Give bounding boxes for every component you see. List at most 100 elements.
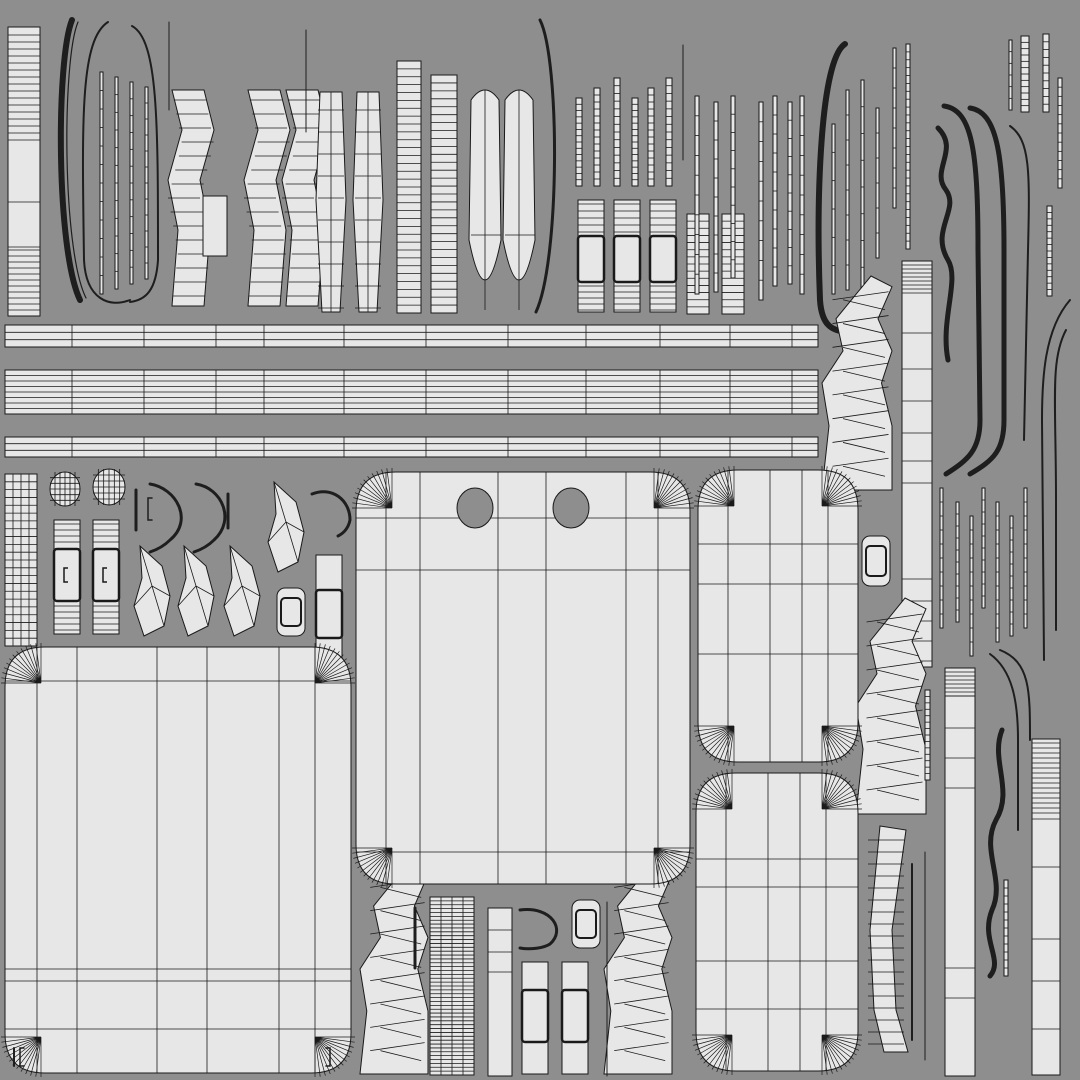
small-bar-3 xyxy=(631,97,639,187)
ragged-piece-mid-right-edge xyxy=(876,765,920,777)
clip-outline xyxy=(649,199,677,313)
cushion-right-top-fan-bl xyxy=(694,725,735,766)
ragged-piece-bottom-1-edge xyxy=(370,1042,425,1052)
ragged-piece-bottom-2-edge xyxy=(624,980,666,992)
pad-outline xyxy=(571,899,601,949)
cushion-large-bottom-left-outline xyxy=(4,646,352,1074)
curved-rail-left xyxy=(57,17,83,303)
ragged-piece-bottom-2-edge xyxy=(624,1050,666,1062)
thin-rod-r2 xyxy=(845,89,850,291)
small-bar-5 xyxy=(665,77,673,187)
ragged-piece-bottom-2-edge xyxy=(614,995,669,1005)
arc-hook-4 xyxy=(518,908,559,951)
cushion-large-center-fan-bl xyxy=(352,847,393,888)
leaf-piece-4-edge xyxy=(267,521,305,543)
top-left-tall-strip xyxy=(7,26,41,317)
plain-bar-bottom-outline xyxy=(487,907,513,1077)
ragged-piece-bottom-1-edge xyxy=(380,1050,422,1062)
cushion-right-top-fan-tr xyxy=(821,466,862,507)
ruler-strip-1 xyxy=(396,60,422,314)
thin-rod-r4 xyxy=(875,107,880,259)
long-board-3-outline xyxy=(4,436,819,458)
curved-rail-outer xyxy=(81,21,131,304)
ragged-piece-top-right-edge xyxy=(842,394,886,406)
curved-rail-r3 xyxy=(967,105,1007,477)
buckle-piece-bottom-1 xyxy=(560,961,590,1075)
thin-bar-1 xyxy=(114,76,119,290)
thin-rod-2 xyxy=(730,95,736,279)
ragged-piece-bottom-1-edge xyxy=(380,1026,422,1038)
cushion-right-bottom-fan-br xyxy=(821,1034,862,1075)
small-pad-right xyxy=(861,535,891,587)
long-board-1 xyxy=(4,324,819,348)
ragged-piece-bottom-2-edge xyxy=(624,1003,666,1015)
leaf-piece-2 xyxy=(177,544,215,637)
cushion-large-center-fan-tr xyxy=(653,468,694,509)
thin-rod-6 xyxy=(799,95,805,295)
cushion-large-center xyxy=(352,468,694,888)
buckle-piece-bottom-0 xyxy=(520,961,550,1075)
thin-rod-lower-4 xyxy=(995,501,1000,643)
ragged-piece-bottom-2-edge xyxy=(624,910,666,922)
thin-rod-lower-b xyxy=(1003,879,1009,977)
uv-islands xyxy=(1,17,1071,1077)
ragged-piece-bottom-1-edge xyxy=(370,972,425,982)
dense-grid-block xyxy=(429,896,475,1076)
ragged-piece-bottom-1 xyxy=(359,863,429,1075)
buckle-outline xyxy=(561,961,589,1075)
grid-block-left xyxy=(4,473,38,647)
ragged-piece-mid-right-edge xyxy=(866,757,923,767)
ragged-piece-bottom-1-edge xyxy=(380,886,422,898)
buckle-mark xyxy=(102,567,107,583)
pad-seam xyxy=(865,545,887,577)
buckle-piece-0 xyxy=(52,519,82,635)
buckle-seam xyxy=(314,588,344,640)
clip-outline xyxy=(613,199,641,313)
ragged-piece-top-right-edge xyxy=(832,291,889,301)
clip-piece-0 xyxy=(576,199,606,313)
leaf-piece-1-outline xyxy=(133,544,171,637)
clip-seam xyxy=(648,234,678,284)
clip-outline xyxy=(577,199,605,313)
thin-rod-lower-1 xyxy=(955,501,960,623)
curved-rail-outer-2 xyxy=(129,25,160,303)
ragged-piece-mid-right-edge xyxy=(876,669,920,681)
ragged-piece-bottom-2-edge xyxy=(624,933,666,945)
arc-hook-1 xyxy=(148,482,183,554)
ragged-piece-top-right-edge xyxy=(832,410,889,420)
ragged-piece-top-right-edge xyxy=(842,465,886,477)
hook-bracket xyxy=(147,497,153,521)
small-rounded-pad-1 xyxy=(276,587,306,637)
thin-rod-lower-5 xyxy=(1009,515,1014,637)
thin-rod-r3 xyxy=(860,79,865,295)
tall-ruler-right xyxy=(901,260,933,668)
long-board-3 xyxy=(4,436,819,458)
capsule-piece-1 xyxy=(468,89,502,310)
ragged-piece-mid-right-edge xyxy=(876,621,920,633)
arm-piece-2 xyxy=(243,89,291,307)
cushion-right-bottom-outline xyxy=(695,772,859,1072)
buckle-outline xyxy=(53,519,81,635)
ragged-piece-mid-right-edge xyxy=(866,637,923,647)
arc-hook-3 xyxy=(310,490,352,538)
cushion-right-top xyxy=(694,466,862,766)
ragged-piece-bottom-2-edge xyxy=(624,1026,666,1038)
small-square-piece xyxy=(202,195,228,257)
cushion-large-center-fan-tl xyxy=(352,468,393,509)
thin-bar-0 xyxy=(99,71,104,295)
cushion-right-top-outline xyxy=(697,469,859,763)
leaf-piece-1 xyxy=(133,544,171,637)
ragged-piece-top-right-edge xyxy=(842,370,886,382)
ball-piece-1 xyxy=(49,471,81,507)
plain-bar-bottom xyxy=(487,907,513,1077)
rail-right-of-capsules xyxy=(534,18,556,314)
thin-rod-1 xyxy=(713,101,719,293)
thin-rod-lower-a xyxy=(924,689,931,781)
ragged-piece-top-right-edge xyxy=(832,362,889,372)
thin-rod-lower-3 xyxy=(981,487,986,609)
ragged-piece-top-right-edge xyxy=(842,299,886,311)
cushion-large-bottom-left-fan-br xyxy=(314,1036,355,1077)
thin-rod-r5 xyxy=(892,47,897,209)
cushion-right-bottom-fan-bl xyxy=(692,1034,733,1075)
